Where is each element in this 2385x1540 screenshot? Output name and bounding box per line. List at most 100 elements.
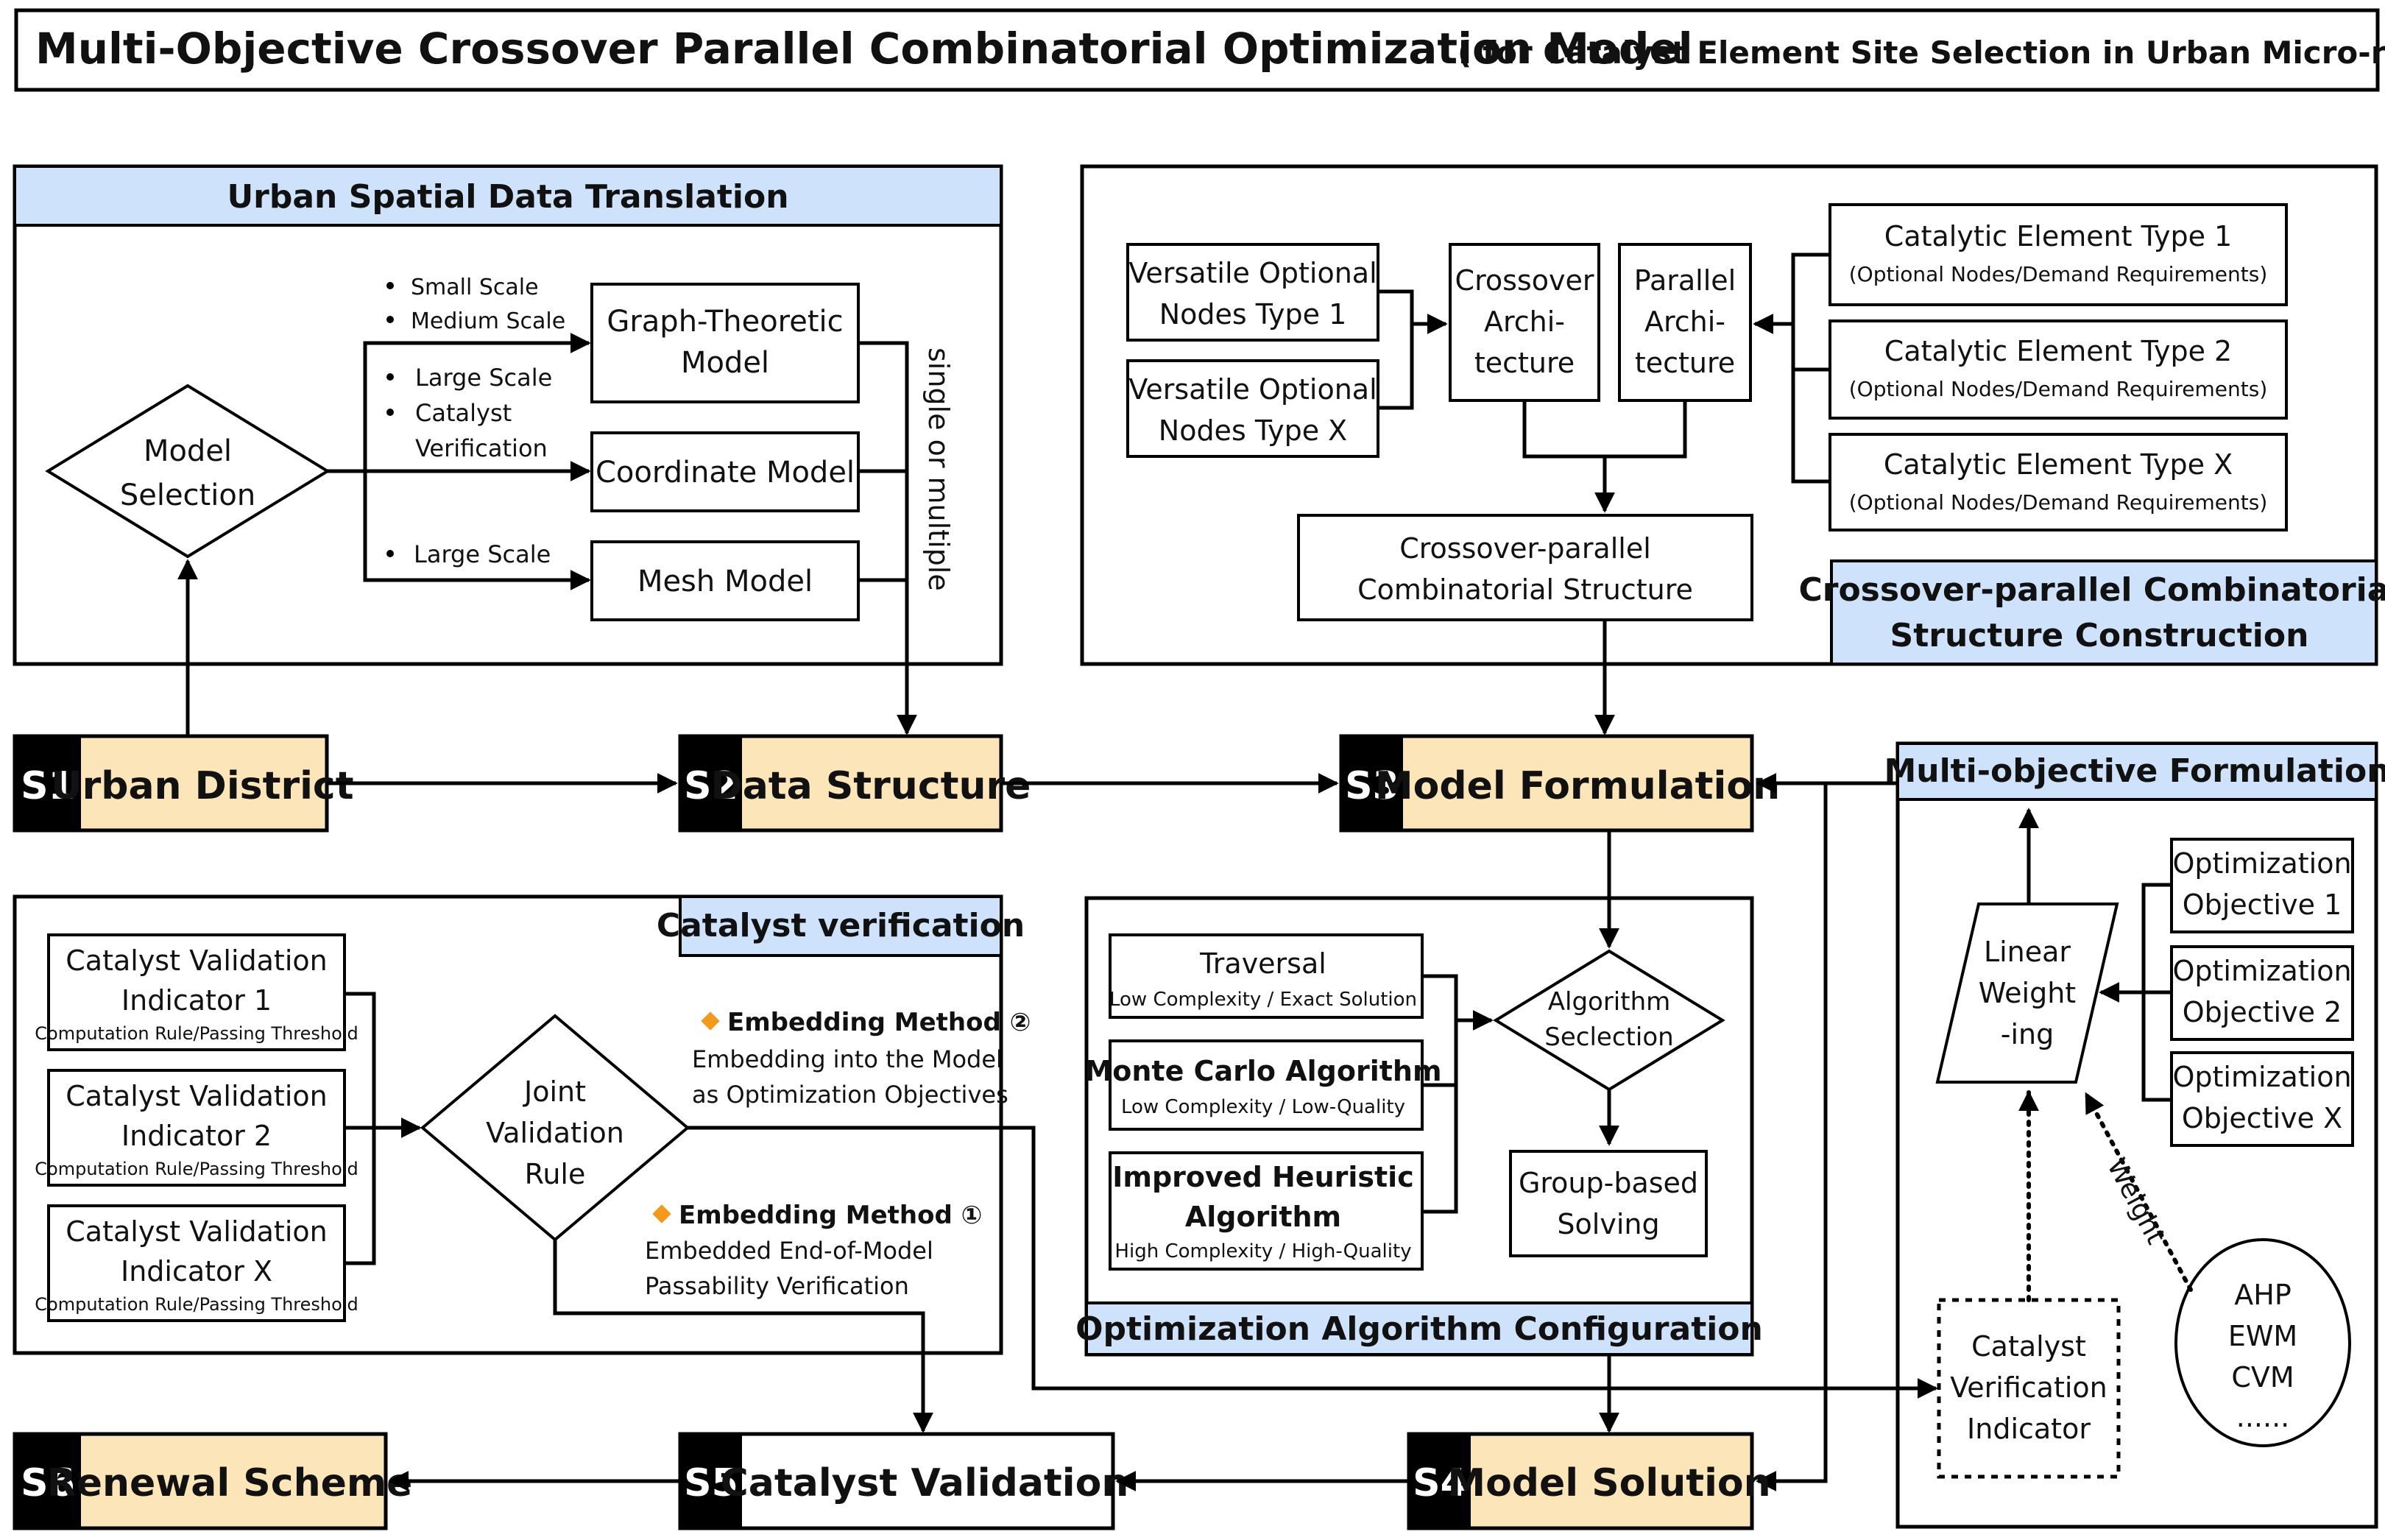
weight-label: Weight [2101,1154,2171,1249]
validation-indicatorx-box [47,1204,346,1322]
orange-diamond-icon [701,1011,720,1031]
bullet-medium-scale: Medium Scale [411,308,565,334]
indicator1-line1: Catalyst Validation [66,944,327,977]
step-s4: S4 Model Solution [1407,1432,1771,1530]
group-line1: Group-based [1519,1167,1698,1199]
method-ewm: EWM [2228,1320,2297,1352]
indicatorx-sub: Computation Rule/Passing Threshold [35,1294,358,1315]
s4-label: Model Solution [1447,1461,1770,1505]
method-cvm: CVM [2231,1361,2294,1394]
linear-line3: -ing [2001,1018,2054,1050]
s5-label: Catalyst Validation [721,1461,1129,1505]
catalytic-element-type2-box [1829,319,2288,420]
section-title: Optimization Algorithm Configuration [1075,1310,1763,1348]
objective2-box [2170,945,2354,1041]
heuristic-line1: Improved Heuristic [1112,1161,1413,1193]
bullet-large-scale: Large Scale [415,364,552,392]
traversal-title: Traversal [1199,947,1326,980]
catalyst-verification-indicator-box [1937,1298,2121,1479]
model-selection-line2: Selection [120,478,255,512]
section-optimization-algorithm: Optimization Algorithm Configuration Tra… [1075,896,1763,1357]
step-s2: S2 Data Structure [678,734,1031,833]
coordinate-model-label: Coordinate Model [596,456,855,490]
section-header [1896,742,2378,801]
versatile1-line1: Versatile Optional [1128,257,1377,289]
s6-label: Renewal Scheme [47,1461,413,1505]
versatile1-line2: Nodes Type 1 [1159,298,1347,331]
joint-rule-line1: Joint [523,1075,586,1108]
traversal-box [1109,933,1424,1019]
validation-indicator2-box [47,1069,346,1187]
versatile-nodes-type1-box [1126,243,1379,342]
objective2-line1: Optimization [2172,955,2351,987]
bullet-large-scale-mesh: Large Scale [414,540,551,568]
title-bar: Multi-Objective Crossover Parallel Combi… [14,8,2385,92]
section-header [1830,559,2378,665]
parallel-arch-line2: Archi- [1644,305,1725,338]
section-catalyst-verification: Catalyst verification Catalyst Validatio… [13,894,1031,1355]
step-s6: S6 Renewal Scheme [13,1432,413,1530]
embedding1-line1: Embedded End-of-Model [645,1237,933,1265]
main-title: Multi-Objective Crossover Parallel Combi… [35,24,1693,74]
orange-diamond-icon [652,1204,671,1223]
step-s3: S3 Model Formulation [1339,734,1780,833]
section-multi-objective: Multi-objective Formulation Linear Weigh… [1884,741,2385,1529]
heuristic-sub: High Complexity / High-Quality [1114,1240,1411,1262]
embedding1-line2: Passability Verification [645,1272,909,1300]
cvi-line2: Verification [1950,1371,2107,1404]
section-title: Catalyst verification [657,907,1025,944]
s1-number: S1 [21,764,75,808]
sub-title: ( for Catalyst Element Site Selection in… [1458,35,2385,71]
objective1-line1: Optimization [2172,847,2351,880]
algorithm-selection-diamond [1493,949,1725,1092]
graph-theoretic-model-box [590,283,860,403]
versatilex-line2: Nodes Type X [1159,414,1347,447]
cvi-line3: Indicator [1967,1413,2091,1445]
method-ahp: AHP [2234,1279,2291,1311]
catalytic-element-typex-box [1829,433,2288,531]
mesh-model-label: Mesh Model [637,565,813,598]
group-based-solving-box [1509,1150,1708,1257]
s3-label: Model Formulation [1375,764,1780,808]
versatile-nodes-typex-box [1126,359,1379,458]
indicator1-sub: Computation Rule/Passing Threshold [35,1023,358,1044]
s6-number: S6 [21,1461,75,1505]
element1-sub: (Optional Nodes/Demand Requirements) [1849,262,2268,286]
mesh-model-box [590,540,860,621]
validation-indicator1-box [47,933,346,1051]
bullet-verification: Verification [415,434,548,462]
indicator2-sub: Computation Rule/Passing Threshold [35,1159,358,1179]
graph-model-line1: Graph-Theoretic [607,305,843,339]
linear-line1: Linear [1984,936,2071,968]
step-s1: S1 Urban District [13,734,354,833]
crossover-arch-line3: tecture [1474,347,1575,379]
crossover-arch-line2: Archi- [1484,305,1565,338]
joint-rule-line3: Rule [525,1158,586,1190]
embedding1-title: Embedding Method ① [679,1201,982,1230]
element2-sub: (Optional Nodes/Demand Requirements) [1849,377,2268,401]
section-urban-spatial: Urban Spatial Data Translation Model Sel… [13,164,1003,666]
indicatorx-line2: Indicator X [121,1255,272,1288]
element2-title: Catalytic Element Type 2 [1884,335,2232,367]
traversal-sub: Low Complexity / Exact Solution [1109,989,1417,1011]
monte-carlo-box [1109,1039,1424,1131]
step-s5: S5 Catalyst Validation [678,1432,1129,1530]
indicator1-line2: Indicator 1 [121,984,272,1017]
model-selection-line1: Model [144,434,232,468]
s1-label: Urban District [51,764,353,808]
section-title: Multi-objective Formulation [1884,752,2385,790]
combinatorial-line2: Combinatorial Structure [1357,573,1693,606]
objectivex-line1: Optimization [2172,1061,2351,1093]
indicatorx-line1: Catalyst Validation [66,1215,327,1248]
group-line2: Solving [1557,1208,1659,1240]
versatilex-line1: Versatile Optional [1128,373,1377,406]
objective1-line2: Objective 1 [2183,889,2342,921]
linear-weighting-parallelogram [1935,903,2119,1084]
elementx-sub: (Optional Nodes/Demand Requirements) [1849,490,2268,515]
section-header [1085,1301,1753,1356]
indicator2-line2: Indicator 2 [121,1120,272,1152]
section-header [13,165,1003,227]
joint-rule-line2: Validation [486,1117,624,1149]
elementx-title: Catalytic Element Type X [1884,448,2233,481]
selection-line1: Algorithm [1548,987,1671,1017]
